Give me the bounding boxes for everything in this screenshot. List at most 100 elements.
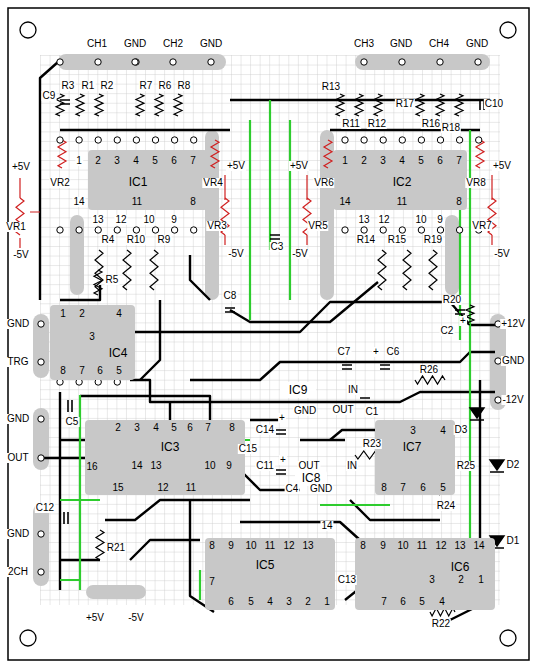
pin-number: 10 xyxy=(396,541,409,551)
solder-pad xyxy=(342,227,348,233)
resistor-symbol xyxy=(403,250,411,290)
resistor-symbol xyxy=(76,94,84,116)
part-label: C11 xyxy=(255,461,275,471)
resistor-symbol xyxy=(416,94,424,116)
ic-label: IC9 xyxy=(289,384,308,396)
solder-pad xyxy=(57,227,63,233)
solder-pad xyxy=(95,227,101,233)
part-label: R24 xyxy=(436,501,456,511)
part-label: R16 xyxy=(421,119,441,129)
pin-number: 6 xyxy=(436,156,444,166)
part-label: R14 xyxy=(356,235,376,245)
pin-number: 2 xyxy=(114,423,122,433)
part-label: C6 xyxy=(386,347,401,357)
part-label: VR1 xyxy=(5,222,26,232)
pin-number: 3 xyxy=(88,332,96,342)
solder-pad xyxy=(57,137,63,143)
solder-pad xyxy=(133,227,139,233)
solder-pad xyxy=(38,416,44,422)
ic-body: IC9 xyxy=(280,382,316,398)
resistor-symbol xyxy=(94,270,102,295)
part-label: R26 xyxy=(419,365,439,375)
pin-number: 13 xyxy=(149,461,162,471)
ic-label: IC2 xyxy=(393,176,412,188)
pin-number: 8 xyxy=(59,366,67,376)
solder-pad xyxy=(76,227,82,233)
part-label: -5V xyxy=(127,613,145,623)
part-label: R18 xyxy=(441,123,461,133)
part-label: VR7 xyxy=(471,221,492,231)
resistor-symbol xyxy=(415,376,445,384)
pin-number: 16 xyxy=(85,462,98,472)
pin-number: 8 xyxy=(455,197,463,207)
part-label: D1 xyxy=(506,536,521,546)
part-label: IN xyxy=(347,385,359,395)
pin-number: 2 xyxy=(360,156,368,166)
pin-number: 8 xyxy=(208,541,216,551)
part-label: +5V xyxy=(226,161,246,171)
part-label: GND xyxy=(465,39,489,49)
part-label: VR5 xyxy=(307,221,328,231)
pin-number: 4 xyxy=(115,309,123,319)
pin-number: 5 xyxy=(170,423,178,433)
solder-pad xyxy=(476,137,482,143)
pin-number: 12 xyxy=(434,541,447,551)
part-label: VR2 xyxy=(49,178,70,188)
pin-number: 3 xyxy=(379,156,387,166)
part-label: R4 xyxy=(101,235,116,245)
part-label: TRG xyxy=(6,357,29,367)
solder-pad xyxy=(418,227,424,233)
solder-pad xyxy=(437,59,443,65)
part-label: -5V xyxy=(12,250,30,260)
grid xyxy=(40,55,500,605)
solder-pad xyxy=(456,227,462,233)
pin-number: 10 xyxy=(142,215,155,225)
part-label: R6 xyxy=(158,81,173,91)
resistor-symbol xyxy=(466,305,474,325)
pin-number: 9 xyxy=(227,541,235,551)
part-label: -5V xyxy=(291,249,309,259)
resistor-symbol xyxy=(211,140,219,168)
ic-label: IC4 xyxy=(109,347,128,359)
solder-pad xyxy=(114,137,120,143)
resistor-symbol xyxy=(150,250,158,290)
pin-number: 12 xyxy=(156,483,169,493)
pin-number: 14 xyxy=(320,521,333,531)
pin-number: 2 xyxy=(457,575,465,585)
solder-pad xyxy=(437,227,443,233)
pin-number: 3 xyxy=(113,156,121,166)
part-label: GND xyxy=(501,356,525,366)
part-label: +5V xyxy=(289,161,309,171)
solder-pad xyxy=(38,359,44,365)
part-label: VR3 xyxy=(206,221,227,231)
part-label: GND xyxy=(309,484,333,494)
pin-number: 12 xyxy=(377,215,390,225)
solder-pad xyxy=(456,137,462,143)
solder-pad xyxy=(38,455,44,461)
part-label: VR6 xyxy=(313,178,334,188)
solder-pad xyxy=(170,59,176,65)
pin-number: 4 xyxy=(266,597,274,607)
pin-number: 11 xyxy=(131,197,143,207)
part-label: GND xyxy=(123,39,147,49)
resistor-symbols xyxy=(16,94,496,616)
solder-pad xyxy=(38,321,44,327)
part-label: C3 xyxy=(270,242,285,252)
part-label: +12V xyxy=(500,319,526,329)
solder-pad xyxy=(475,59,481,65)
resistor-symbol xyxy=(374,94,382,116)
pin-number: 1 xyxy=(75,156,83,166)
solder-pad xyxy=(152,137,158,143)
part-label: GND xyxy=(199,39,223,49)
solder-pad xyxy=(191,137,197,143)
part-label: R2 xyxy=(100,81,115,91)
part-label: R3 xyxy=(61,81,76,91)
pin-number: 11 xyxy=(185,483,197,493)
pin-number: 2 xyxy=(78,309,86,319)
resistor-symbol xyxy=(455,94,463,116)
part-label: + xyxy=(459,316,467,326)
solder-pad xyxy=(342,137,348,143)
pin-number: 7 xyxy=(399,483,407,493)
part-label: -5V xyxy=(227,249,245,259)
